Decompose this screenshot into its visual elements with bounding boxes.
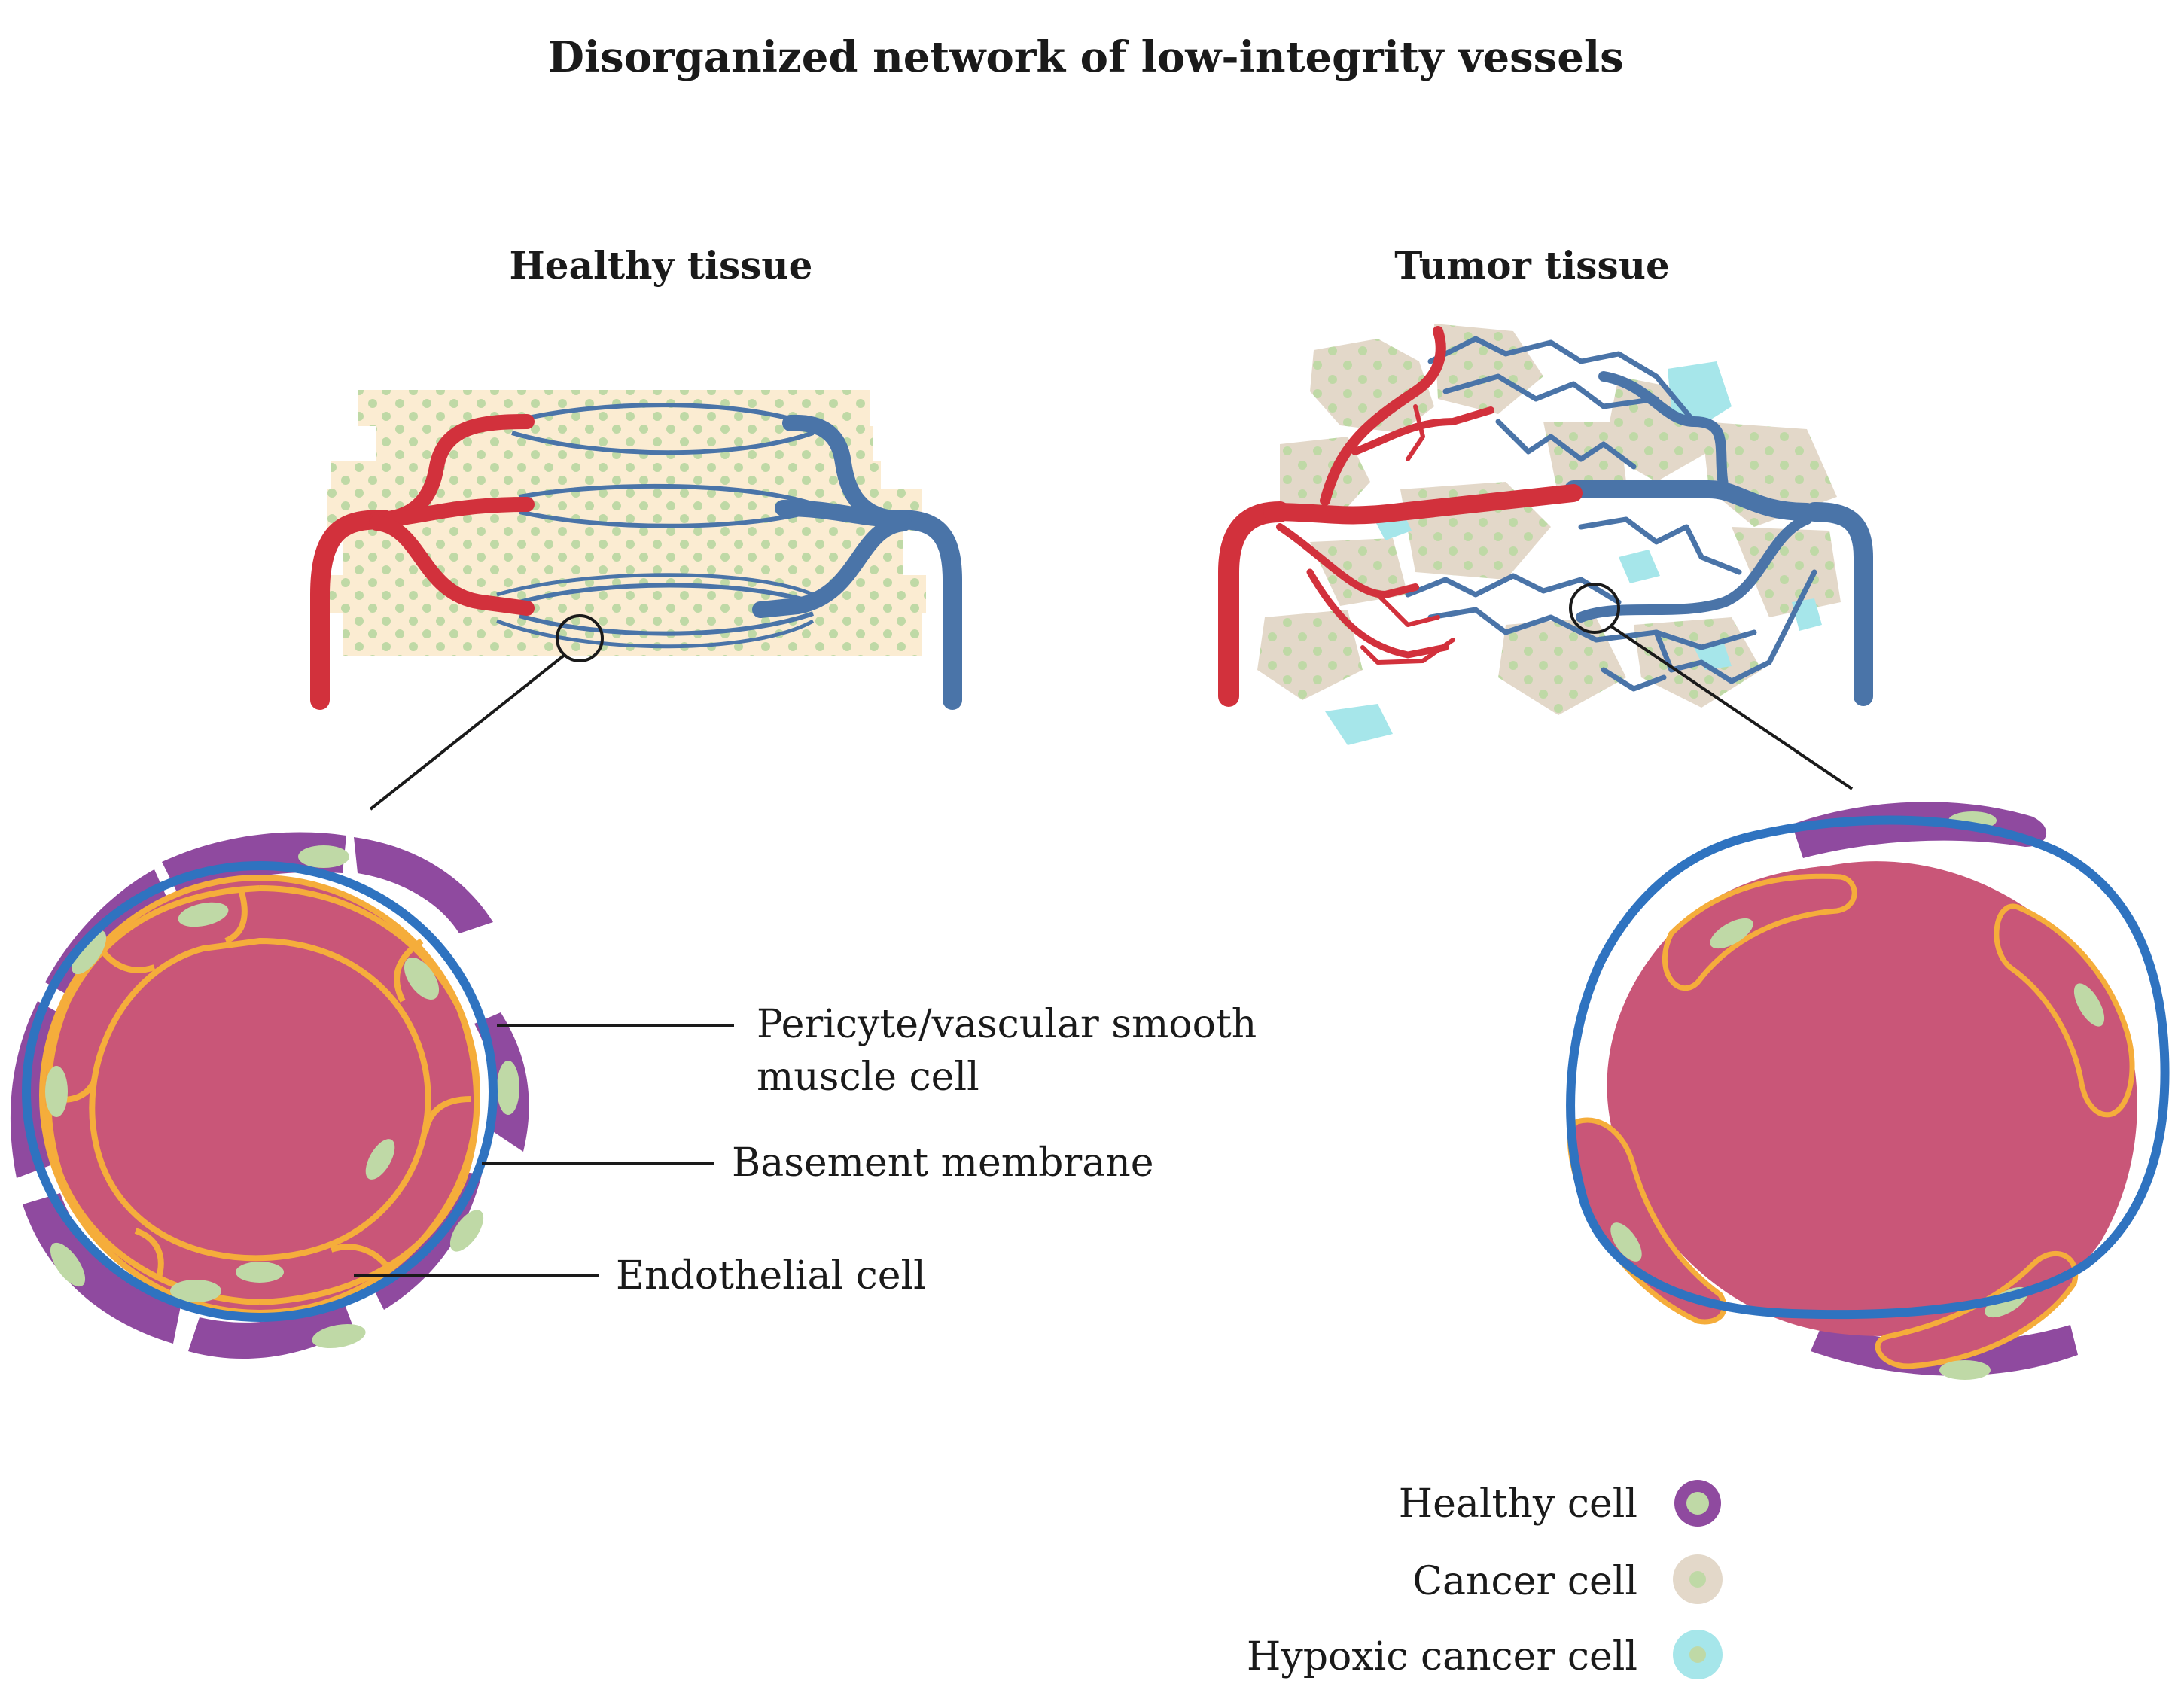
tumor-tissue-background	[1257, 324, 1841, 715]
legend-hypoxic-cell-label: Hypoxic cancer cell	[1247, 1634, 1637, 1679]
healthy-vessel-network	[310, 390, 962, 811]
tumor-vessel-cross-section	[1566, 802, 2170, 1380]
legend-healthy-cell-label: Healthy cell	[1399, 1481, 1637, 1527]
pericyte-label-line1: Pericyte/vascular smooth	[757, 1002, 1257, 1047]
tumor-arteries	[1218, 326, 1583, 707]
basement-membrane-label: Basement membrane	[732, 1140, 1153, 1186]
healthy-artery	[310, 414, 535, 710]
tumor-vessel-network	[1218, 324, 1873, 790]
tumor-annotation-circle	[1566, 815, 2170, 1320]
legend: Healthy cell Cancer cell Hypoxic cancer …	[1247, 1480, 1723, 1679]
healthy-annotation-circle	[22, 861, 498, 1322]
healthy-vessel-cross-section	[10, 832, 529, 1359]
structure-callouts: Pericyte/vascular smooth muscle cell Bas…	[354, 1002, 1257, 1299]
tumor-lumen	[1607, 861, 2137, 1336]
tumor-zoom-line	[1610, 625, 1854, 790]
vessel-lumen	[89, 937, 431, 1262]
healthy-capillaries	[496, 403, 815, 649]
tumor-zoom-marker	[1569, 583, 1620, 634]
healthy-zoom-marker	[556, 614, 604, 662]
legend-cancer-cell-label: Cancer cell	[1412, 1559, 1637, 1604]
pericyte-label-line2: muscle cell	[757, 1055, 979, 1100]
healthy-vein	[752, 414, 962, 710]
healthy-zoom-line	[369, 653, 566, 811]
cell-nuclei	[45, 845, 519, 1349]
tumor-veins	[1405, 336, 1873, 706]
endothelial-cell-label: Endothelial cell	[616, 1253, 926, 1299]
healthy-tissue-title: Healthy tissue	[510, 243, 813, 288]
figure-title: Disorganized network of low-integrity ve…	[547, 32, 1623, 82]
tumor-endothelial-cells	[1567, 873, 2135, 1369]
tumor-tissue-title: Tumor tissue	[1394, 243, 1670, 288]
